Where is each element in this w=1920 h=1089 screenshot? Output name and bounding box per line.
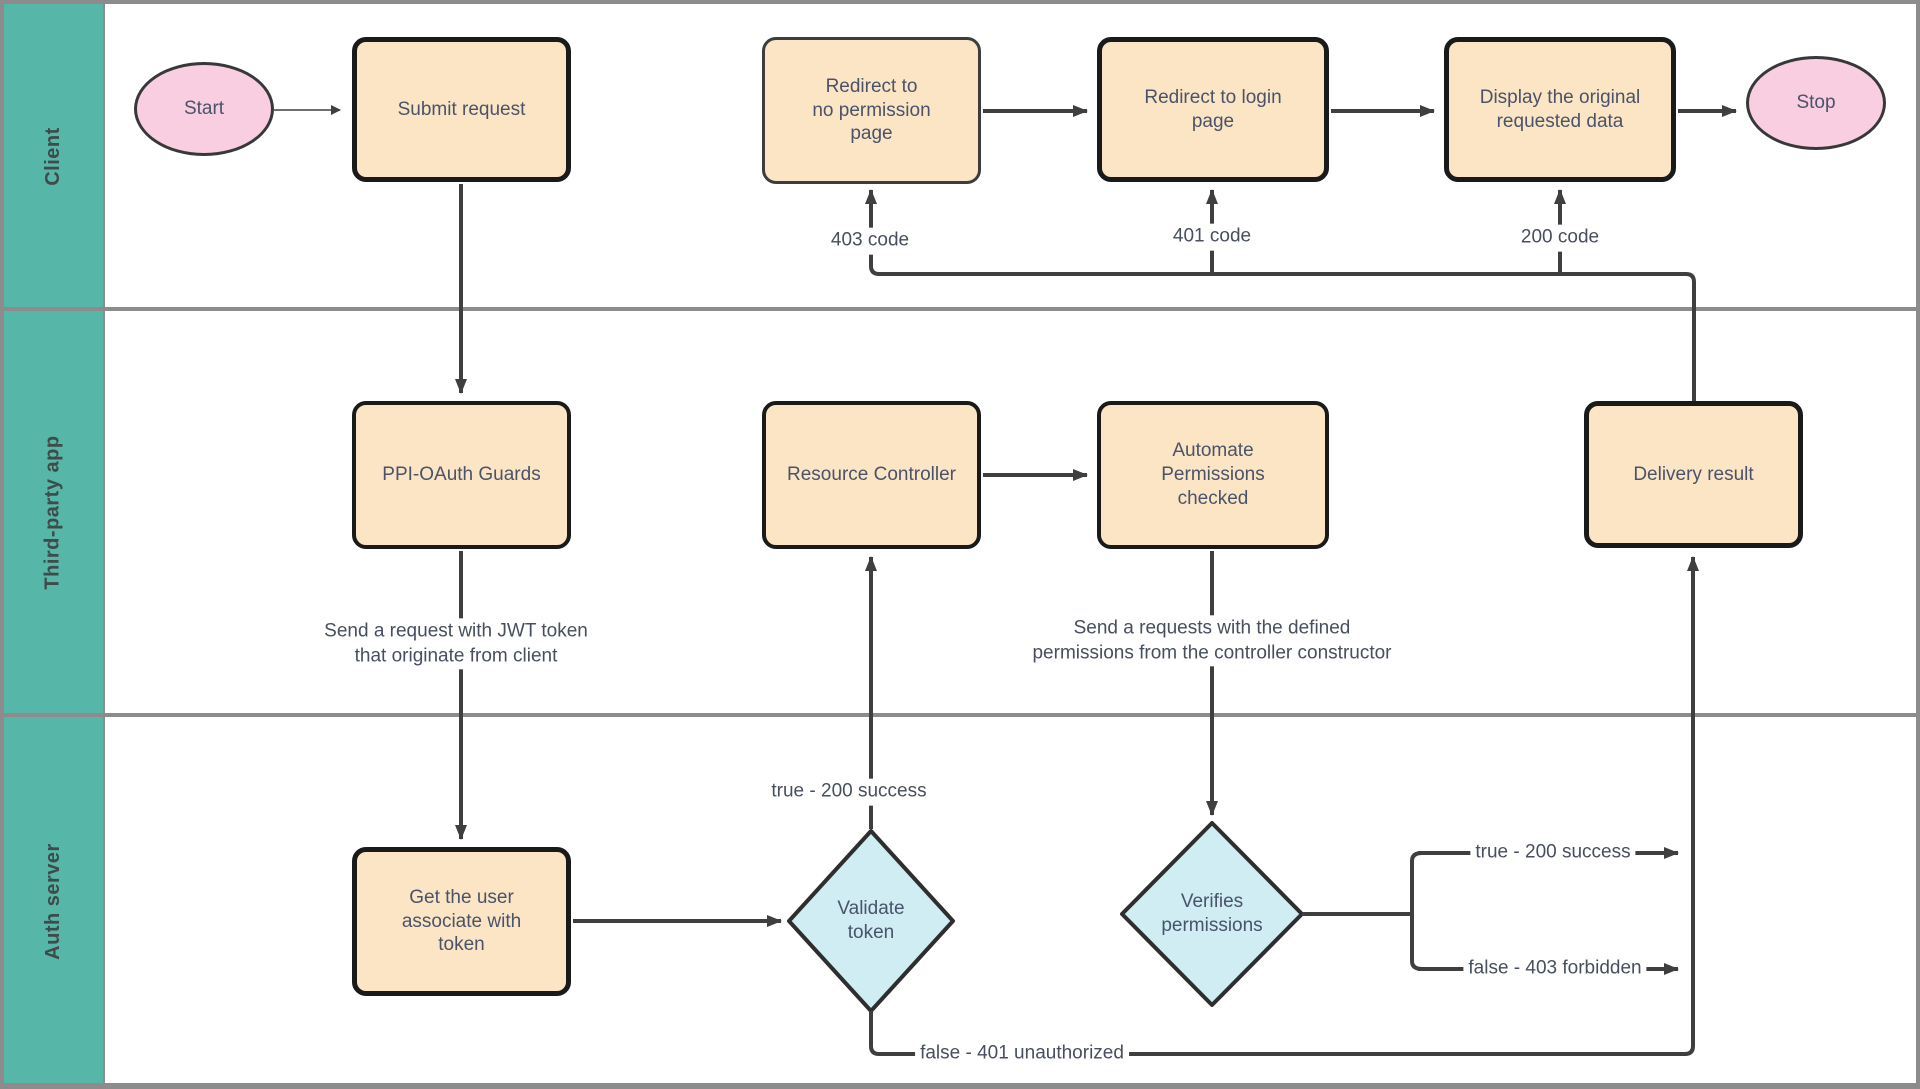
edge-label-401-code: 401 code	[1167, 223, 1257, 251]
lane-auth-server-label: Auth server	[42, 842, 64, 960]
automate-permissions-node[interactable]: Automate Permissions checked	[1097, 401, 1329, 549]
edge-label-false-403: false - 403 forbidden	[1463, 955, 1647, 983]
redirect-no-permission-node[interactable]: Redirect to no permission page	[762, 37, 981, 184]
lane-divider-1	[4, 307, 1916, 311]
edge-label-true-200-validate: true - 200 success	[766, 778, 932, 806]
lane-client: Client	[4, 4, 103, 309]
lane-divider-2	[4, 713, 1916, 717]
lane-third-party: Third-party app	[4, 309, 103, 715]
edge-label-200-code: 200 code	[1515, 224, 1605, 252]
edge-label-true-200-verify: true - 200 success	[1470, 839, 1636, 867]
stop-terminator[interactable]: Stop	[1746, 56, 1886, 150]
edge-label-send-jwt: Send a request with JWT token that origi…	[319, 618, 593, 670]
redirect-login-node[interactable]: Redirect to login page	[1097, 37, 1329, 182]
edge-label-403-code: 403 code	[825, 227, 915, 255]
ppi-oauth-guards-node[interactable]: PPI-OAuth Guards	[352, 401, 571, 549]
lane-client-label: Client	[42, 127, 64, 186]
validate-token-label: Validate token	[837, 898, 905, 943]
start-label: Start	[183, 98, 225, 119]
start-terminator[interactable]: Start	[134, 62, 274, 156]
edge-delivery-to-403	[865, 189, 1696, 401]
lane-header-column	[4, 4, 105, 1083]
verifies-permissions-decision[interactable]	[1120, 821, 1304, 1007]
validate-token-decision[interactable]	[787, 829, 955, 1013]
get-user-node[interactable]: Get the user associate with token	[352, 847, 571, 996]
delivery-result-node[interactable]: Delivery result	[1584, 401, 1803, 548]
display-original-node[interactable]: Display the original requested data	[1444, 37, 1676, 182]
stop-label: Stop	[1796, 92, 1836, 113]
edge-label-send-permissions: Send a requests with the defined permiss…	[1027, 615, 1397, 667]
lane-third-party-label: Third-party app	[42, 434, 65, 590]
resource-controller-node[interactable]: Resource Controller	[762, 401, 981, 549]
edge-label-false-401: false - 401 unauthorized	[915, 1040, 1129, 1068]
verifies-permissions-label: Verifies permissions	[1161, 891, 1263, 936]
edge-verifies-bracket	[1410, 851, 1423, 971]
lane-auth-server: Auth server	[4, 715, 103, 1083]
submit-request-node[interactable]: Submit request	[352, 37, 571, 182]
